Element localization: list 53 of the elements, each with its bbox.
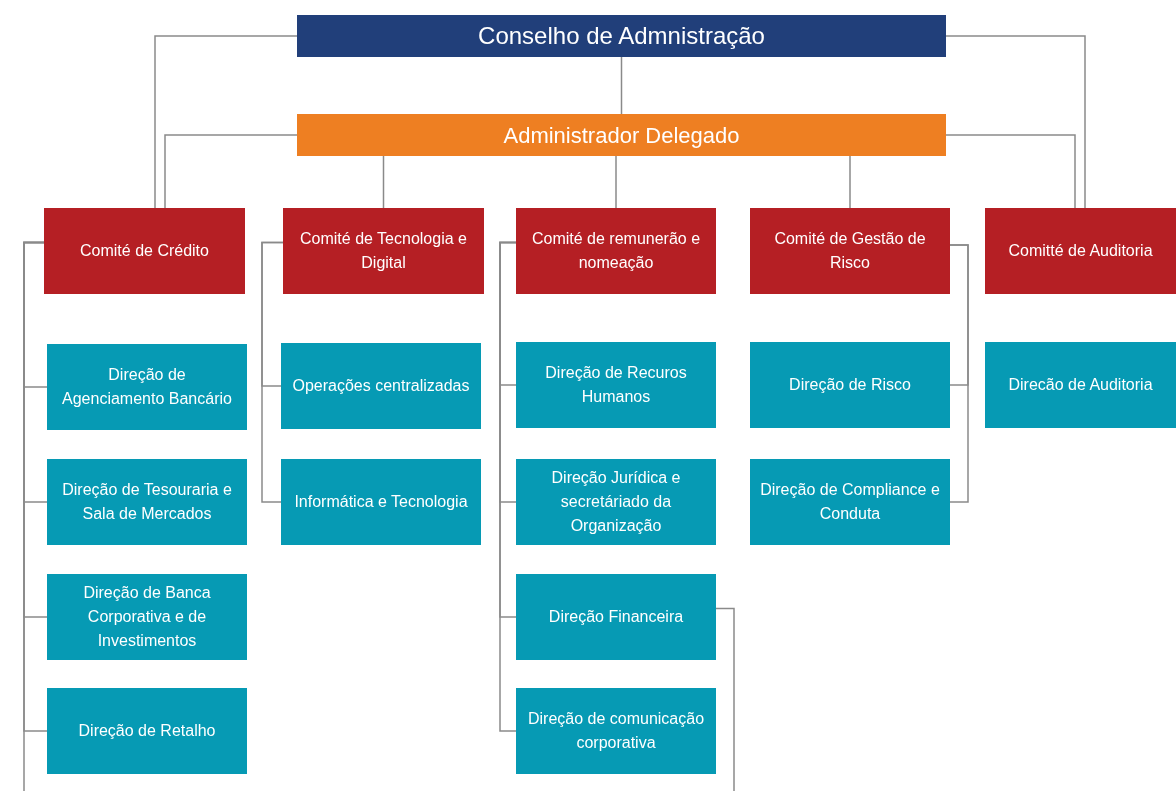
- node-label: Comité de Crédito: [80, 241, 209, 261]
- node-label: Operações centralizadas: [292, 376, 470, 396]
- node-label: Direção de Compliance e Conduta: [760, 480, 940, 524]
- department-box: [750, 459, 950, 545]
- node-label: Direcão de Auditoria: [1008, 375, 1153, 395]
- department-box: [47, 574, 247, 660]
- department-box: [516, 574, 716, 660]
- executive-box: [297, 114, 946, 156]
- board-box: [297, 15, 946, 57]
- connector-line: [154, 35, 298, 209]
- node-label: Direção Jurídica e secretáriado da Organização: [550, 468, 682, 536]
- connector-line: [945, 134, 1076, 209]
- department-box: [516, 342, 716, 428]
- node-label: Comité de Tecnologia e Digital: [299, 229, 468, 273]
- node-label: Comité de Gestão de Risco: [773, 229, 927, 273]
- node-label: Direção de Tesouraria e Sala de Mercados: [61, 480, 233, 524]
- connector-line: [715, 607, 735, 791]
- committee-box: [516, 208, 716, 294]
- committee-box: [750, 208, 950, 294]
- department-box: [750, 342, 950, 428]
- department-box: [516, 688, 716, 774]
- node-label: Comité de remunerão e nomeação: [530, 229, 702, 273]
- node-label: Informática e Tecnologia: [294, 492, 468, 512]
- connector-line: [261, 241, 284, 503]
- node-label: Administrador Delegado: [503, 121, 740, 150]
- node-label: Conselho de Admnistração: [478, 21, 765, 51]
- department-box: [516, 459, 716, 545]
- node-label: Direção Financeira: [548, 607, 684, 627]
- node-label: Comitté de Auditoria: [1008, 241, 1153, 261]
- committee-box: [985, 208, 1176, 294]
- committee-box: [283, 208, 484, 294]
- connector-line: [382, 155, 385, 209]
- connector-line: [949, 244, 969, 503]
- department-box: [47, 688, 247, 774]
- connector-line: [945, 35, 1086, 209]
- connector-line: [620, 56, 623, 115]
- connector-line: [849, 155, 851, 209]
- department-box: [47, 344, 247, 430]
- connector-line: [23, 241, 45, 791]
- node-label: Direção de Retalho: [78, 721, 216, 741]
- connector-line: [499, 241, 517, 732]
- department-box: [281, 459, 481, 545]
- connector-line: [164, 134, 298, 209]
- node-label: Direção de Banca Corporativa e de Investimentos: [82, 583, 212, 651]
- node-label: Direção de Recuros Humanos: [544, 363, 688, 407]
- department-box: [47, 459, 247, 545]
- node-label: Direção de Agenciamento Bancário: [61, 365, 233, 409]
- committee-box: [44, 208, 245, 294]
- node-label: Direção de comunicação corporativa: [526, 709, 706, 753]
- connector-line: [615, 155, 617, 209]
- department-box: [985, 342, 1176, 428]
- department-box: [281, 343, 481, 429]
- node-label: Direção de Risco: [789, 375, 911, 395]
